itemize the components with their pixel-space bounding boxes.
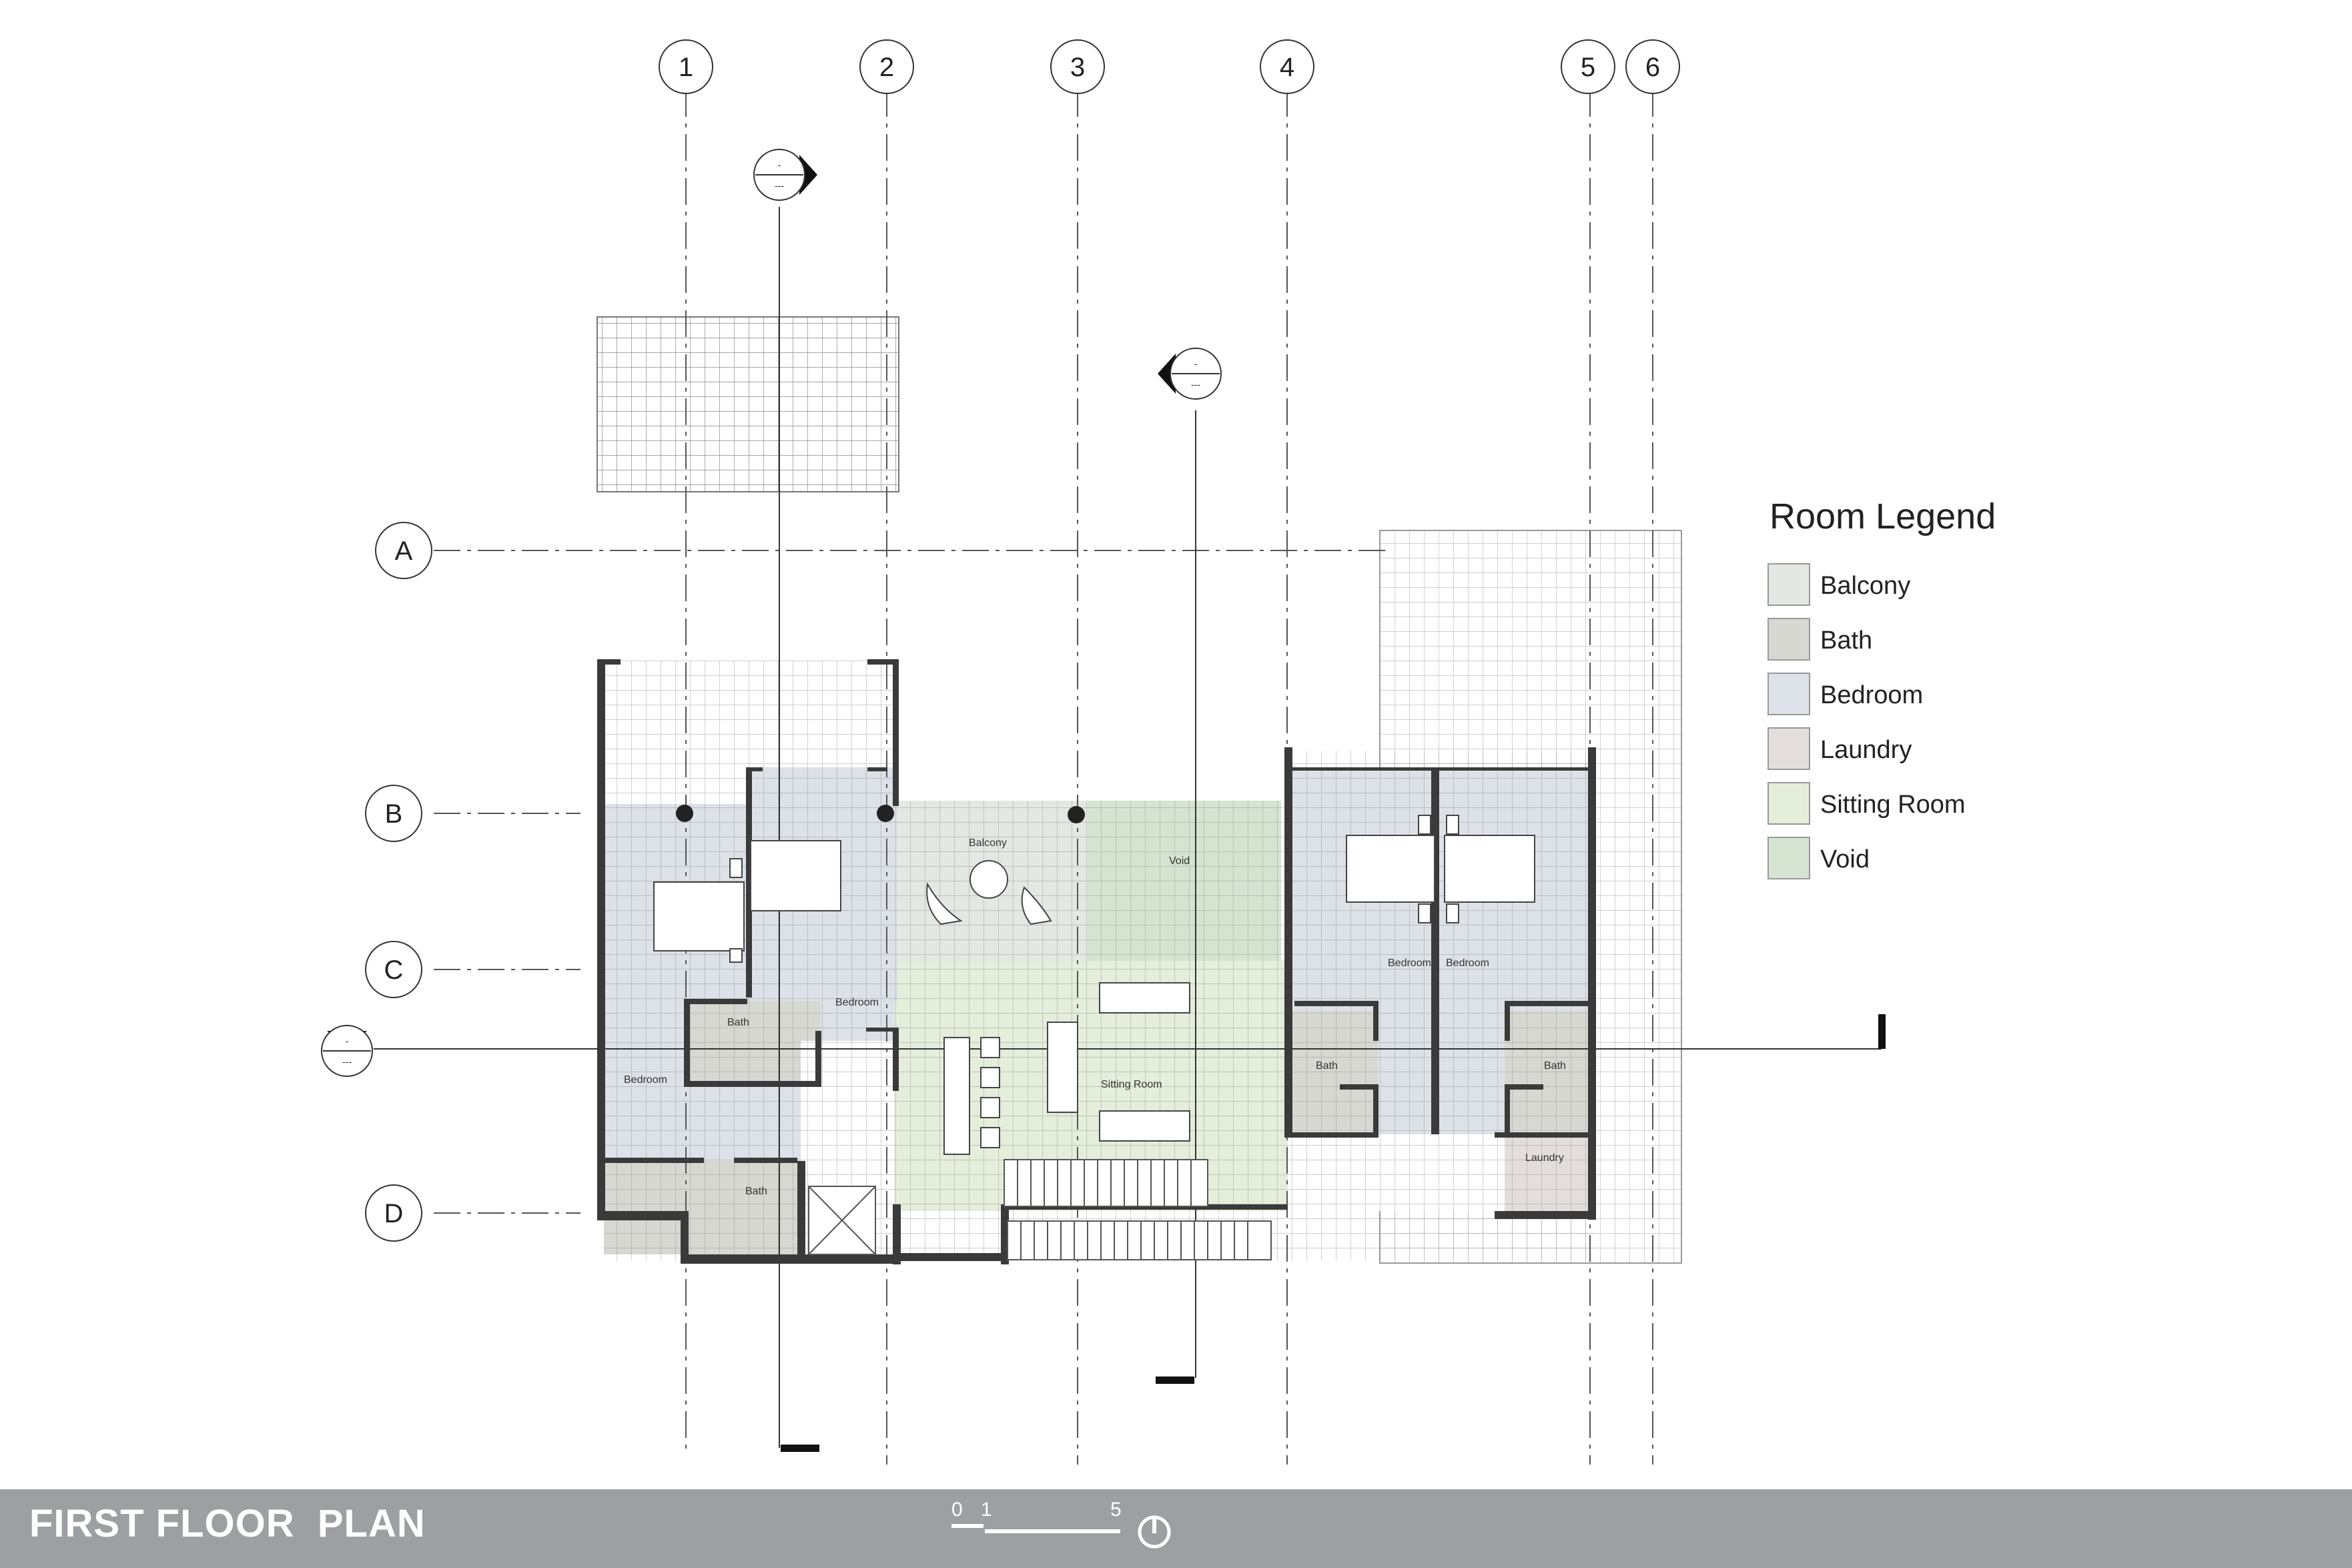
svg-text:---: --- [342,1056,352,1067]
room-labels: Balcony Void Bedroom Bath Bedroom Bath S… [624,837,1566,1197]
section-marker-top: - --- [753,149,817,201]
svg-text:Bath: Bath [1820,627,1872,655]
sofa-top [1099,982,1190,1014]
grid-bubble-3: 3 [1050,39,1105,94]
section-marker-left: - --- [321,1025,373,1077]
scale-label-1: 1 [981,1499,992,1521]
grid-bubble-4: 4 [1260,39,1314,94]
svg-text:4: 4 [1280,53,1294,82]
svg-text:3: 3 [1070,53,1085,82]
grid-bubble-B: B [365,785,422,842]
bed-right-a [1346,835,1435,903]
legend-item-sitting-room: Sitting Room [1768,782,1966,825]
scale-segment-a [951,1524,984,1528]
grid-bubble-C: C [365,941,422,998]
svg-text:6: 6 [1645,53,1660,82]
label-bath-left-lower: Bath [745,1186,767,1197]
label-bedroom-left-upper: Bedroom [835,997,879,1008]
grid-bubbles-columns: 1 2 3 4 5 6 [659,39,1680,94]
label-bedroom-left-lower: Bedroom [624,1074,667,1086]
terrace-top-left [597,316,899,492]
svg-text:Sitting Room: Sitting Room [1820,791,1966,819]
bed-left-b [750,840,841,911]
svg-text:Void: Void [1820,845,1870,873]
bed-left-a [653,881,745,951]
scale-segment-c [1024,1529,1120,1533]
svg-text:-: - [346,1036,349,1046]
scale-bar: 0 1 5 [947,1496,1188,1563]
kitchen-counter [943,1037,970,1155]
label-laundry: Laundry [1525,1152,1564,1164]
legend-item-balcony: Balcony [1768,563,1910,606]
label-bedroom-right-a: Bedroom [1388,957,1431,969]
legend-title: Room Legend [1770,496,1996,536]
label-sitting-room: Sitting Room [1101,1079,1162,1090]
floor-plan-drawing: Balcony Void Bedroom Bath Bedroom Bath S… [321,39,1996,1465]
svg-text:C: C [384,955,404,985]
stairs [808,1159,1272,1260]
svg-text:1: 1 [679,53,693,82]
svg-text:---: --- [775,180,784,191]
label-void: Void [1169,855,1190,867]
svg-text:Bedroom: Bedroom [1820,681,1923,709]
room-legend: Room Legend Balcony Bath Bedroom Laundry… [1768,496,1996,879]
section-ticks [781,1014,1886,1452]
armchair [1047,1022,1078,1113]
svg-text:---: --- [1191,379,1200,390]
structural-columns [676,805,1085,823]
sofa-bottom [1099,1110,1190,1142]
label-bath-right-b: Bath [1544,1060,1566,1072]
furniture [653,815,1535,1155]
svg-text:Laundry: Laundry [1820,736,1912,764]
svg-text:2: 2 [879,53,894,82]
label-balcony: Balcony [969,837,1007,849]
scale-label-5: 5 [1110,1499,1122,1521]
svg-text:D: D [384,1199,404,1228]
label-bedroom-right-b: Bedroom [1446,957,1489,969]
svg-text:A: A [395,536,413,566]
svg-text:-: - [1194,358,1198,369]
title-bar: FIRST FLOOR PLAN 0 1 5 [0,1489,2352,1568]
legend-item-laundry: Laundry [1768,727,1912,770]
svg-text:5: 5 [1581,53,1595,82]
grid-bubble-1: 1 [659,39,713,94]
svg-text:Balcony: Balcony [1820,572,1910,600]
scale-segment-b [985,1529,1024,1533]
balcony-table [969,860,1008,899]
north-arrow-icon [1138,1515,1171,1549]
grid-bubble-2: 2 [859,39,914,94]
grid-bubble-D: D [365,1184,422,1242]
label-bath-right-a: Bath [1316,1060,1338,1072]
scale-label-0: 0 [951,1499,963,1521]
svg-text:B: B [385,799,403,829]
legend-item-bath: Bath [1768,618,1872,661]
drawing-title: FIRST FLOOR PLAN [29,1502,426,1545]
section-lines [374,207,1882,1448]
grid-bubble-5: 5 [1561,39,1615,94]
grid-bubble-6: 6 [1625,39,1680,94]
grid-bubbles-rows: A B C D [365,522,432,1242]
svg-text:-: - [778,159,781,170]
section-marker-middle: - --- [1158,348,1222,400]
bed-right-b [1444,835,1535,903]
legend-item-void: Void [1768,837,1870,879]
legend-item-bedroom: Bedroom [1768,673,1923,715]
grid-bubble-A: A [375,522,432,579]
label-bath-left-upper: Bath [727,1017,749,1028]
